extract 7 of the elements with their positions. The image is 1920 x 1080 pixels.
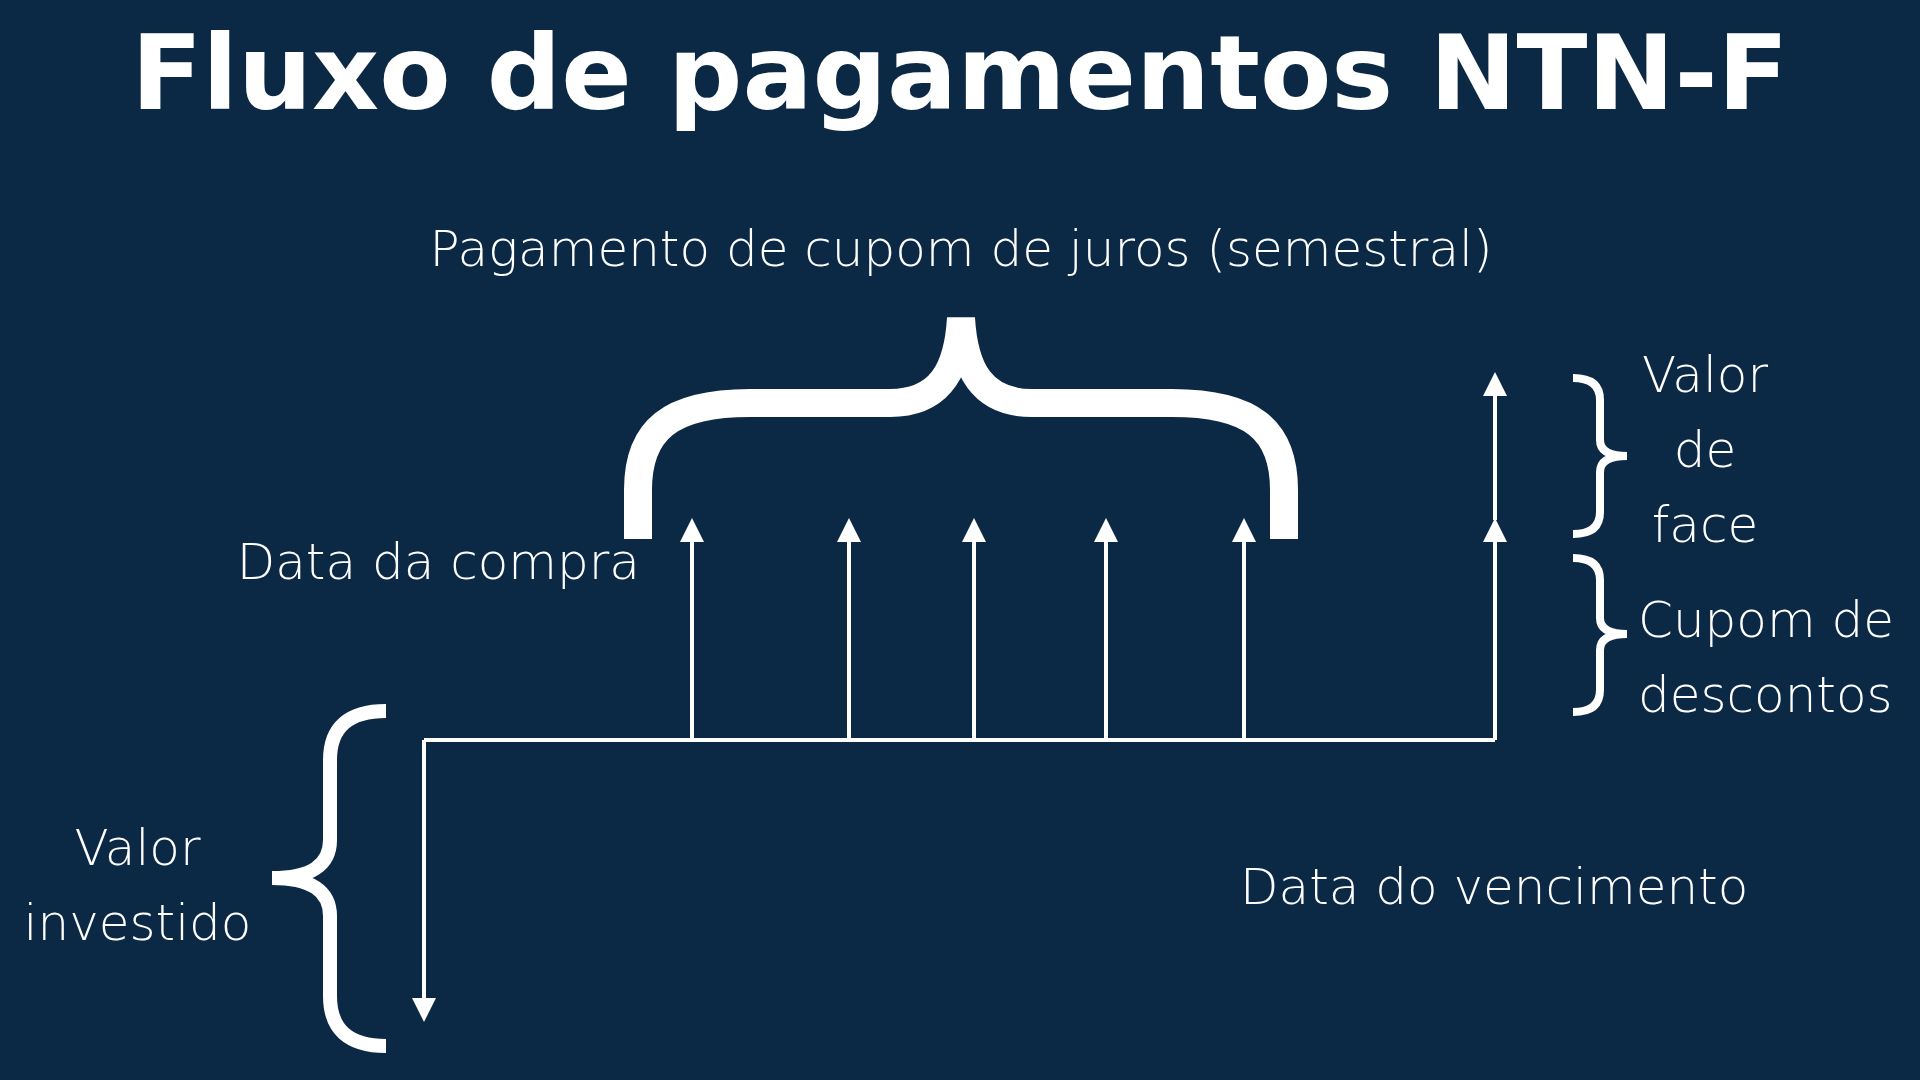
bracket-label: Cupom de descontos — [1638, 590, 1896, 726]
bracket-label: Valor investido — [22, 818, 253, 954]
axis-label: Data da compra — [235, 532, 640, 593]
bracket-label: Pagamento de cupom de juros (semestral) — [428, 219, 1494, 280]
bracket-label: Valor de face — [1641, 345, 1769, 556]
axis-label: Data do vencimento — [1240, 857, 1750, 918]
title: Fluxo de pagamentos NTN-F — [130, 12, 1790, 134]
